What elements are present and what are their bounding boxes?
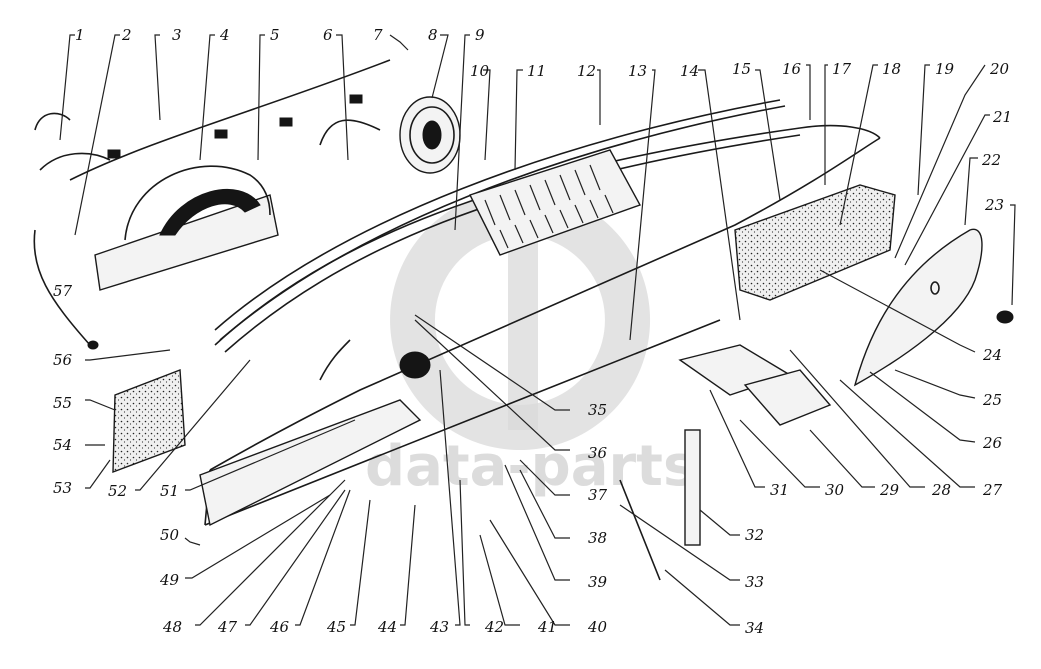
callout-7: 7 [373,26,383,44]
callout-18: 18 [882,60,901,78]
lower-left-panel [199,339,422,527]
callout-53: 53 [53,479,72,497]
callout-40: 40 [587,618,608,636]
callout-48: 48 [162,618,182,636]
watermark-text: data-parts [365,434,696,499]
callout-2: 2 [121,26,132,44]
callout-29: 29 [879,481,900,499]
callout-37: 37 [588,486,608,504]
knob [996,310,1014,324]
callout-55: 55 [53,394,72,412]
callout-labels: 1 2 3 4 5 6 7 8 9 10 11 12 13 14 15 16 1… [53,26,1012,637]
callout-21: 21 [992,108,1012,126]
callout-49: 49 [159,571,180,589]
speaker-grille [469,149,642,256]
callout-4: 4 [219,26,230,44]
callout-8: 8 [428,26,438,44]
callout-23: 23 [984,196,1004,214]
callout-19: 19 [935,60,955,78]
callout-43: 43 [429,618,449,636]
callout-13: 13 [628,62,647,80]
watermark-logo [390,190,651,450]
callout-26: 26 [982,434,1003,452]
glove-box-door [853,228,983,387]
callout-35: 35 [588,401,607,419]
watermark: data-parts [365,190,696,499]
callout-31: 31 [770,481,789,499]
callout-44: 44 [377,618,397,636]
callout-52: 52 [108,482,127,500]
callout-34: 34 [745,619,764,637]
callout-16: 16 [782,60,802,78]
callout-22: 22 [981,151,1001,169]
callout-17: 17 [832,60,852,78]
callout-36: 36 [588,444,608,462]
ashtray [678,344,832,426]
cable [33,229,99,350]
top-trim-strip [214,99,786,341]
callout-14: 14 [680,62,699,80]
brackets [619,429,701,581]
wiring-harness [34,59,391,181]
callout-9: 9 [475,26,485,44]
callout-25: 25 [982,391,1002,409]
callout-20: 20 [989,60,1010,78]
callout-28: 28 [931,481,951,499]
callout-24: 24 [982,346,1002,364]
switch [399,351,431,379]
callout-54: 54 [53,436,72,454]
callout-51: 51 [160,482,179,500]
clock [399,96,461,174]
callout-45: 45 [326,618,346,636]
callout-47: 47 [217,618,238,636]
callout-27: 27 [982,481,1003,499]
callout-15: 15 [732,60,751,78]
callout-42: 42 [484,618,504,636]
glove-box [734,184,896,301]
instrument-cluster [94,165,279,291]
leader-lines [59,34,1016,626]
callout-41: 41 [537,618,557,636]
callout-30: 30 [825,481,845,499]
callout-38: 38 [588,529,607,547]
callout-46: 46 [269,618,290,636]
callout-57: 57 [53,282,73,300]
callout-6: 6 [323,26,333,44]
callout-1: 1 [75,26,85,44]
callout-39: 39 [588,573,608,591]
callout-5: 5 [270,26,280,44]
callout-32: 32 [745,526,764,544]
callout-3: 3 [172,26,182,44]
callout-10: 10 [470,62,490,80]
callout-12: 12 [577,62,596,80]
callout-50: 50 [160,526,180,544]
callout-11: 11 [527,62,546,80]
callout-56: 56 [53,351,73,369]
radio-panel [112,369,186,474]
callout-33: 33 [745,573,764,591]
